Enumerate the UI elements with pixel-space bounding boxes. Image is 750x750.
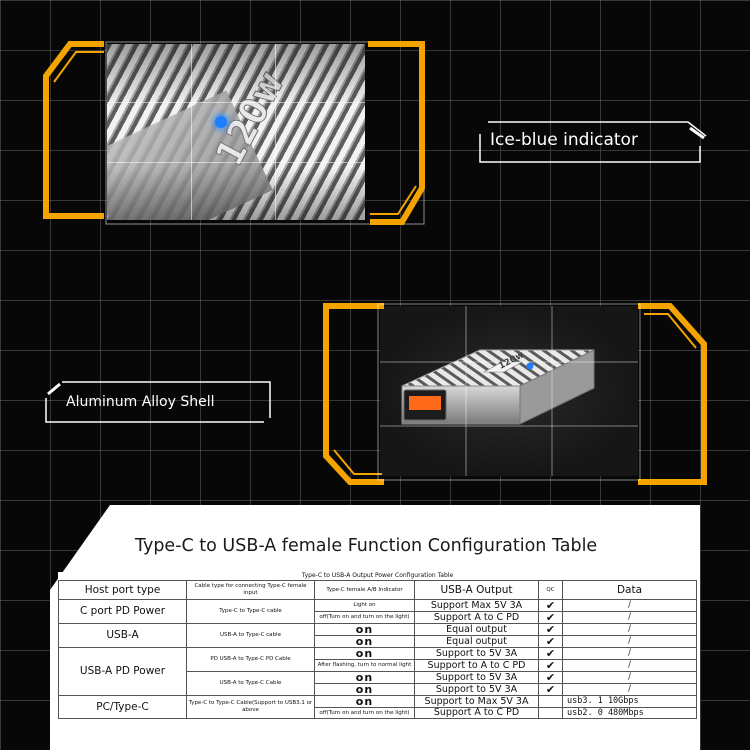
- table-row: off(Turn on and turn on the light) Suppo…: [59, 707, 698, 719]
- closeup-indicator-led: [215, 116, 227, 128]
- cell-output: Support to Max 5V 3A: [414, 695, 539, 708]
- cell-indicator: on: [314, 671, 415, 684]
- cell-qc: [538, 695, 563, 708]
- top-frame-left-bracket: [43, 41, 104, 219]
- cell-data: /: [561, 635, 698, 648]
- cell-host: C port PD Power: [58, 599, 187, 624]
- cell-output: Support Max 5V 3A: [414, 599, 539, 612]
- product-frame-box: [377, 303, 641, 481]
- cell-output: Support A to C PD: [414, 611, 539, 624]
- cell-data: /: [561, 647, 698, 660]
- spec-table-title: Type-C to USB-A female Function Configur…: [135, 536, 598, 556]
- cell-indicator: on: [314, 623, 415, 636]
- cell-data: /: [561, 599, 698, 612]
- cell-data: /: [561, 659, 698, 672]
- cell-output: Equal output: [414, 623, 539, 636]
- cell-indicator: off(Turn on and turn on the light): [314, 707, 415, 719]
- cell-indicator: on: [314, 683, 415, 696]
- cell-indicator: After flashing, turn to normal light: [314, 659, 415, 672]
- closeup-guide-line: [191, 44, 192, 220]
- cell-qc: ✔: [538, 683, 563, 696]
- header-output: USB-A Output: [414, 580, 539, 600]
- cell-indicator: Light on: [314, 599, 415, 612]
- header-host: Host port type: [58, 580, 187, 600]
- top-frame-right-bracket: [105, 41, 425, 225]
- cell-cable: PD USB-A to Type-C PD Cable: [186, 647, 315, 672]
- table-row: C port PD Power Type-C to Type-C cable L…: [58, 599, 698, 624]
- cell-host: PC/Type-C: [58, 695, 187, 719]
- cell-output: Support to 5V 3A: [414, 683, 539, 696]
- cell-indicator: off(Turn on and turn on the light): [314, 611, 415, 624]
- table-row: USB-A PD Power PD USB-A to Type-C PD Cab…: [58, 647, 698, 696]
- cell-qc: ✔: [538, 635, 563, 648]
- cell-cable: USB-A to Type-C Cable: [186, 671, 315, 696]
- table-row: USB-A to Type-C Cable on Support to 5V 3…: [59, 671, 698, 696]
- configuration-table: Type-C to USB-A Output Power Configurati…: [58, 572, 698, 719]
- product-frame-left-bracket: [323, 303, 384, 485]
- cell-qc: ✔: [538, 611, 563, 624]
- cell-host: USB-A: [58, 623, 187, 648]
- table-row: PC/Type-C Type-C to Type-C Cable(Support…: [58, 695, 698, 719]
- cell-data: usb3. 1 10Gbps: [561, 695, 698, 708]
- cell-output: Support A to C PD: [414, 707, 539, 719]
- closeup-photo: 120w: [107, 44, 365, 220]
- cell-cable: Type-C to Type-C cable: [186, 599, 315, 624]
- closeup-guide-line: [107, 162, 365, 163]
- closeup-guide-line: [107, 102, 365, 103]
- ice-blue-indicator-callout: Ice-blue indicator: [478, 120, 708, 165]
- closeup-shading: [107, 44, 365, 220]
- header-indicator: Type-C female A/B Indicator: [314, 580, 415, 600]
- cell-host: USB-A PD Power: [58, 647, 187, 696]
- cell-data: /: [561, 623, 698, 636]
- adapter-illustration: [380, 306, 638, 476]
- cell-data: /: [561, 611, 698, 624]
- header-qc: QC: [538, 580, 563, 600]
- cell-qc: ✔: [538, 659, 563, 672]
- cell-qc: ✔: [538, 671, 563, 684]
- table-row: After flashing, turn to normal light Sup…: [59, 659, 698, 672]
- cell-qc: [538, 707, 563, 719]
- table-row: USB-A USB-A to Type-C cable on Equal out…: [58, 623, 698, 648]
- cell-data: /: [561, 671, 698, 684]
- adapter-photo: 120w: [380, 306, 638, 476]
- cell-data: usb2. 0 480Mbps: [561, 707, 698, 719]
- aluminum-shell-label: Aluminum Alloy Shell: [66, 394, 215, 410]
- cell-indicator: on: [314, 695, 415, 708]
- cell-output: Support to A to C PD: [414, 659, 539, 672]
- cell-qc: ✔: [538, 623, 563, 636]
- cell-qc: ✔: [538, 599, 563, 612]
- cell-cable: Type-C to Type-C Cable(Support to USB3.1…: [186, 695, 315, 719]
- table-header-row: Host port type Cable type for connecting…: [58, 580, 698, 600]
- cell-qc: ✔: [538, 647, 563, 660]
- cell-output: Support to 5V 3A: [414, 647, 539, 660]
- header-cable: Cable type for connecting Type-C female …: [186, 580, 315, 600]
- table-caption: Type-C to USB-A Output Power Configurati…: [58, 572, 697, 581]
- closeup-guide-line: [275, 44, 276, 220]
- aluminum-shell-callout: Aluminum Alloy Shell: [44, 380, 274, 425]
- cell-indicator: on: [314, 647, 415, 660]
- header-data: Data: [561, 580, 698, 600]
- cell-data: /: [561, 683, 698, 696]
- product-frame-right-bracket: [638, 303, 707, 485]
- cell-cable: USB-A to Type-C cable: [186, 623, 315, 648]
- cell-output: Equal output: [414, 635, 539, 648]
- ice-blue-indicator-label: Ice-blue indicator: [490, 130, 638, 150]
- cell-indicator: on: [314, 635, 415, 648]
- cell-output: Support to 5V 3A: [414, 671, 539, 684]
